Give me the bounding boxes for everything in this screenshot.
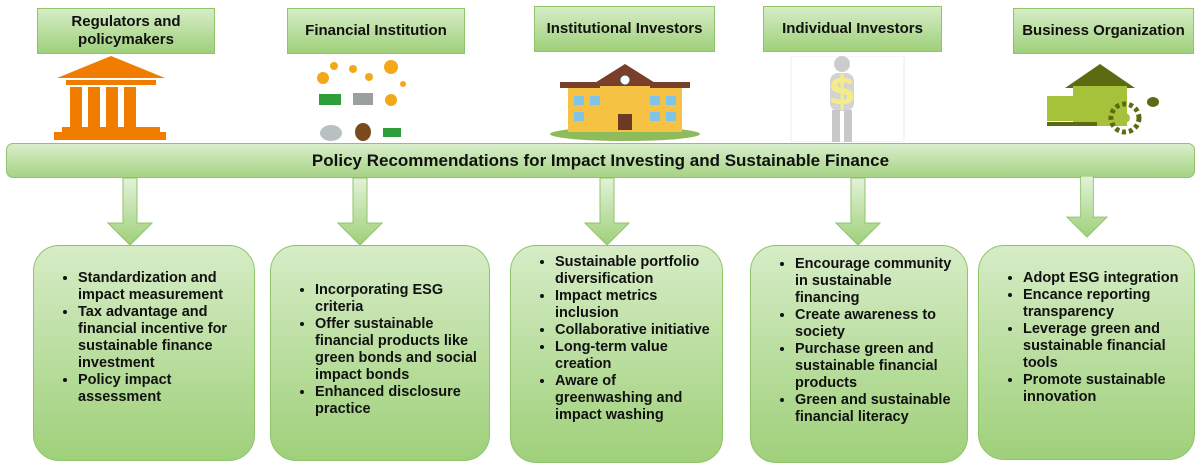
list-item: Adopt ESG integration	[1023, 270, 1184, 287]
svg-text:$: $	[828, 68, 856, 114]
list-item: Incorporating ESG criteria	[315, 282, 479, 316]
list-item: Aware of greenwashing and impact washing	[555, 373, 712, 424]
person-dollar-icon: $	[790, 56, 905, 142]
finance-icons	[317, 60, 406, 141]
list-item: Offer sustainable financial products lik…	[315, 316, 479, 384]
arrow-down-icon	[584, 178, 630, 246]
header-institutional-investors: Institutional Investors	[534, 6, 715, 52]
school-building-icon	[550, 64, 700, 141]
recommendations-individual-investors: Encourage community in sustainable finan…	[750, 245, 968, 463]
list-item: Standardization and impact measurement	[78, 270, 244, 304]
header-individual-investors: Individual Investors	[763, 6, 942, 52]
arrow-down-icon	[835, 178, 881, 246]
list-item: Encourage community in sustainable finan…	[795, 256, 957, 307]
list-item: Encance reporting transparency	[1023, 287, 1184, 321]
header-business-organization: Business Organization	[1013, 8, 1194, 54]
list-item: Create awareness to society	[795, 307, 957, 341]
recommendations-business-organization: Adopt ESG integration Encance reporting …	[978, 245, 1195, 460]
header-regulators: Regulators and policymakers	[37, 8, 215, 54]
list-item: Sustainable portfolio diversification	[555, 254, 712, 288]
list-item: Enhanced disclosure practice	[315, 384, 479, 418]
list-item: Collaborative initiative	[555, 322, 712, 339]
list-item: Purchase green and sustainable financial…	[795, 341, 957, 392]
arrow-down-icon	[337, 178, 383, 246]
list-item: Leverage green and sustainable financial…	[1023, 321, 1184, 372]
list-item: Promote sustainable innovation	[1023, 372, 1184, 406]
policy-banner: Policy Recommendations for Impact Invest…	[6, 143, 1195, 178]
list-item: Tax advantage and financial incentive fo…	[78, 304, 244, 372]
list-item: Green and sustainable financial literacy	[795, 392, 957, 426]
green-factory-icon	[1047, 64, 1159, 135]
recommendations-institutional-investors: Sustainable portfolio diversification Im…	[510, 245, 723, 463]
list-item: Policy impact assessment	[78, 372, 244, 406]
government-building-icon	[54, 56, 166, 140]
header-financial-institution: Financial Institution	[287, 8, 465, 54]
arrow-down-icon	[107, 178, 153, 246]
list-item: Impact metrics inclusion	[555, 288, 712, 322]
recommendations-regulators: Standardization and impact measurement T…	[33, 245, 255, 461]
list-item: Long-term value creation	[555, 339, 712, 373]
recommendations-financial-institution: Incorporating ESG criteria Offer sustain…	[270, 245, 490, 461]
arrow-down-icon	[1065, 176, 1109, 238]
